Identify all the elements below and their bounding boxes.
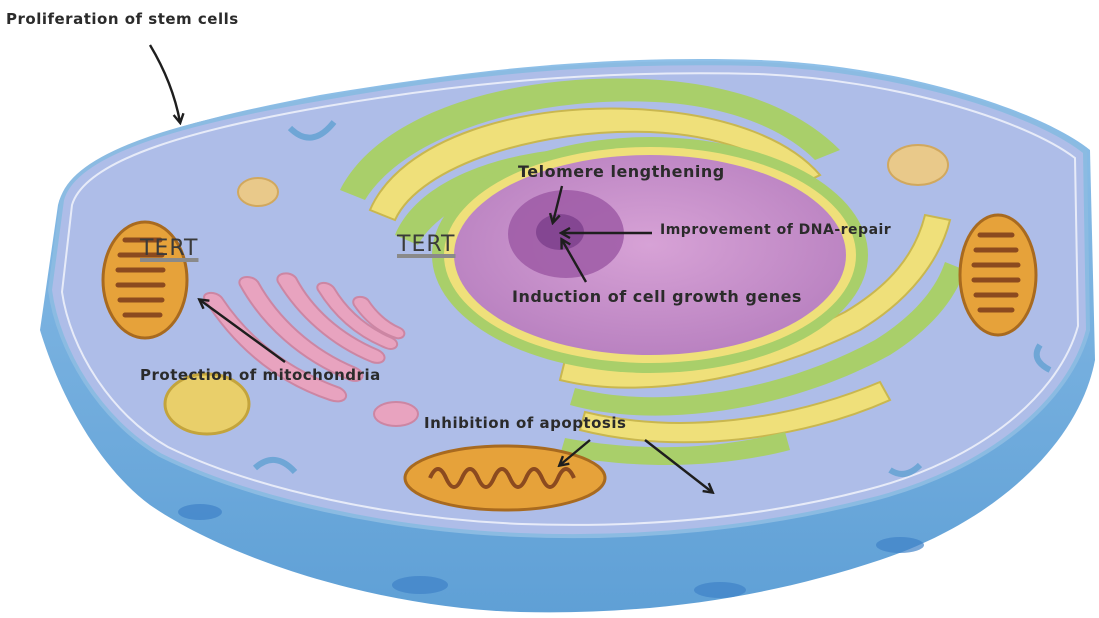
label-apoptosis: Inhibition of apoptosis: [424, 414, 626, 432]
nucleus: [454, 155, 846, 355]
label-tert-nucleus: TERT: [397, 232, 455, 257]
vesicle: [876, 537, 924, 553]
mitochondrion: [405, 446, 605, 510]
label-proliferation: Proliferation of stem cells: [6, 10, 239, 28]
vesicle: [888, 145, 948, 185]
vesicle: [238, 178, 278, 206]
vesicle: [392, 576, 448, 594]
mitochondrion: [960, 215, 1036, 335]
label-telomere: Telomere lengthening: [518, 162, 725, 181]
arrow-proliferation: [150, 45, 180, 122]
label-growth-genes: Induction of cell growth genes: [512, 287, 802, 306]
label-mitochondria: Protection of mitochondria: [140, 366, 381, 384]
vesicle: [374, 402, 418, 426]
label-dna-repair: Improvement of DNA-repair: [660, 222, 891, 238]
label-tert-cytoplasm: TERT: [140, 236, 198, 261]
vesicle: [694, 582, 746, 598]
vesicle: [178, 504, 222, 520]
